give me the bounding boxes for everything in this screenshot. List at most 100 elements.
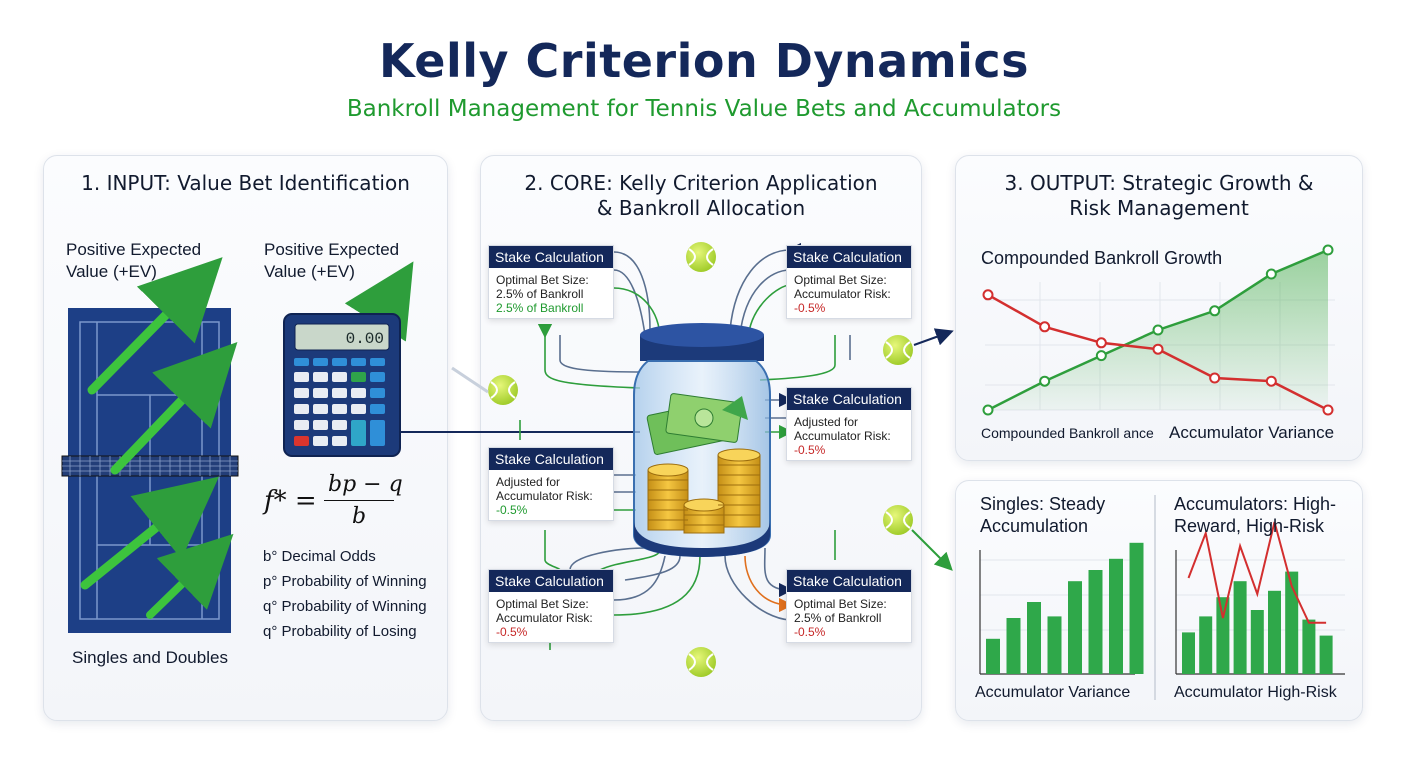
cash-icon (646, 393, 748, 455)
core-panel-title-line2: & Bankroll Allocation (596, 196, 806, 220)
formula-fraction-bar (324, 500, 394, 501)
stake-card-header: Stake Calculation (489, 246, 613, 268)
tennis-ball-icon (488, 242, 913, 677)
stake-card-header: Stake Calculation (787, 570, 911, 592)
input-panel-title: 1. INPUT: Value Bet Identification (81, 171, 410, 195)
stake-calculation-card: Stake Calculation Adjusted for Accumulat… (786, 387, 912, 461)
growth-point (1265, 268, 1277, 280)
stake-card-line: Optimal Bet Size: (794, 597, 887, 611)
stake-card-header: Stake Calculation (489, 448, 613, 470)
formula-lhs: f* = (264, 486, 317, 516)
bankroll-jar-icon (633, 323, 771, 558)
stake-calculation-card: Stake Calculation Optimal Bet Size: 2.5%… (786, 569, 912, 643)
stake-card-header: Stake Calculation (489, 570, 613, 592)
accumulator-bar (1199, 616, 1213, 674)
formula-denominator: b (352, 504, 367, 529)
stake-card-header: Stake Calculation (787, 246, 911, 268)
stake-calculation-card: Stake Calculation Optimal Bet Size: Accu… (488, 569, 614, 643)
singles-bar (1068, 581, 1082, 674)
stake-card-line: 2.5% of Bankroll (496, 287, 584, 301)
formula-legend-item: p° Probability of Winning (263, 573, 427, 590)
stake-card-line: Adjusted for (794, 415, 859, 429)
stake-calculation-card: Stake Calculation Optimal Bet Size: Accu… (786, 245, 912, 319)
page-subtitle: Bankroll Management for Tennis Value Bet… (346, 96, 1062, 122)
stake-card-line: Accumulator Risk: (794, 429, 891, 443)
stake-card-value: -0.5% (794, 443, 826, 457)
singles-chart-caption: Accumulator Variance (975, 684, 1131, 701)
stake-card-value: -0.5% (794, 301, 826, 315)
accumulator-bar (1268, 590, 1281, 674)
ev-label-right-line2: Value (+EV) (264, 262, 355, 281)
growth-point (1039, 375, 1051, 387)
formula-legend-item: q° Probability of Winning (263, 598, 427, 615)
accumulator-bar (1302, 619, 1316, 674)
variance-point (1152, 343, 1164, 355)
variance-point (1322, 404, 1334, 416)
growth-caption-right: Accumulator Variance (1169, 423, 1335, 442)
formula-numerator: bp − q (328, 472, 403, 497)
page-title: Kelly Criterion Dynamics (378, 34, 1030, 88)
accumulator-chart-title-line2: Reward, High-Risk (1174, 516, 1325, 536)
ev-label-right-line1: Positive Expected (264, 240, 400, 259)
output-panel-title-line2: Risk Management (1069, 196, 1249, 220)
singles-bar (1088, 570, 1103, 674)
coin-stack-icon (647, 448, 761, 534)
accumulator-bar (1250, 610, 1264, 674)
variance-point (1039, 321, 1051, 333)
variance-point (1209, 372, 1221, 384)
core-panel-title-line1: 2. CORE: Kelly Criterion Application (524, 171, 878, 195)
singles-bar (1129, 542, 1144, 674)
stake-card-value: -0.5% (794, 625, 826, 639)
kelly-formula: f* = bp − q b (264, 470, 404, 530)
variance-point (1265, 375, 1277, 387)
growth-point (982, 404, 994, 416)
stake-card-value: -0.5% (496, 503, 528, 517)
singles-bar (986, 638, 1000, 674)
stake-card-value: 2.5% of Bankroll (496, 301, 584, 315)
singles-chart-title-line1: Singles: Steady (980, 494, 1106, 514)
stake-card-header: Stake Calculation (787, 388, 911, 410)
stake-calculation-card: Stake Calculation Adjusted for Accumulat… (488, 447, 614, 521)
stake-card-line: Optimal Bet Size: (496, 597, 589, 611)
growth-point (1095, 350, 1107, 362)
singles-bar (1047, 616, 1062, 674)
variance-point (982, 289, 994, 301)
ev-label-left-line1: Positive Expected (66, 240, 202, 259)
formula-legend-item: q° Probability of Losing (263, 623, 417, 640)
growth-caption-left: Compounded Bankroll ance (981, 425, 1154, 441)
stake-card-line: Accumulator Risk: (496, 611, 593, 625)
calculator-icon: 0.00 (283, 313, 401, 457)
accumulator-bar-chart (1175, 521, 1345, 675)
stake-card-line: Optimal Bet Size: (496, 273, 589, 287)
accumulator-bar (1319, 635, 1333, 674)
singles-chart-title-line2: Accumulation (980, 516, 1089, 536)
variance-point (1095, 337, 1107, 349)
singles-bar (1109, 558, 1123, 674)
ev-label-left-line2: Value (+EV) (66, 262, 157, 281)
stake-calculation-card: Stake Calculation Optimal Bet Size: 2.5%… (488, 245, 614, 319)
stake-card-line: Optimal Bet Size: (794, 273, 887, 287)
accumulator-bar (1233, 581, 1247, 674)
output-panel-title-line1: 3. OUTPUT: Strategic Growth & (1004, 171, 1314, 195)
accumulator-risk-line (1187, 521, 1327, 624)
calculator-display: 0.00 (346, 330, 384, 348)
stake-card-line: Accumulator Risk: (496, 489, 593, 503)
growth-point (1209, 305, 1221, 317)
stake-card-line: Adjusted for (496, 475, 561, 489)
stake-card-line: 2.5% of Bankroll (794, 611, 882, 625)
formula-legend-item: b° Decimal Odds (263, 548, 376, 565)
stake-card-value: -0.5% (496, 625, 528, 639)
growth-point (1152, 324, 1164, 336)
singles-bar (1006, 618, 1021, 674)
court-label: Singles and Doubles (72, 648, 228, 667)
singles-bar-chart (979, 542, 1144, 675)
accumulator-bar (1182, 632, 1195, 674)
stake-card-line: Accumulator Risk: (794, 287, 891, 301)
growth-chart (982, 244, 1335, 416)
accumulator-bar (1216, 597, 1230, 674)
growth-point (1322, 244, 1334, 256)
accumulator-chart-title-line1: Accumulators: High- (1174, 494, 1337, 514)
accumulator-bar (1285, 571, 1299, 674)
growth-chart-title: Compounded Bankroll Growth (981, 248, 1223, 268)
